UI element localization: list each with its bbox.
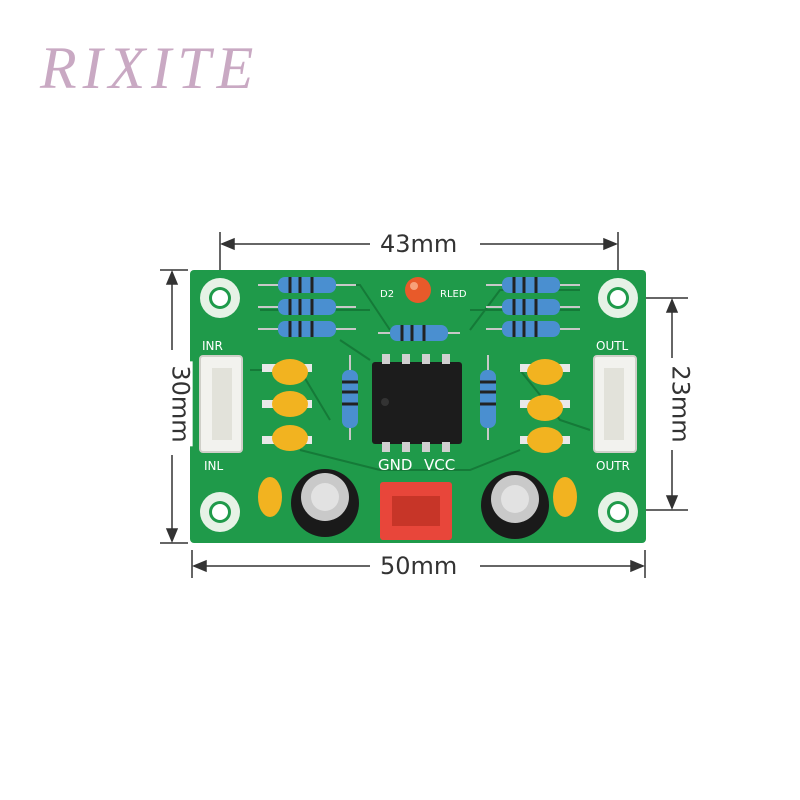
mounting-holes — [200, 278, 638, 532]
ic-chip — [372, 354, 462, 452]
resistors — [258, 277, 580, 440]
dimension-label-50mm: 50mm — [376, 554, 462, 578]
led — [405, 277, 431, 303]
ceramic-capacitors — [258, 359, 577, 517]
dimension-label-30mm: 30mm — [167, 361, 195, 447]
silk-outl: OUTL — [596, 339, 629, 353]
dimension-lines — [160, 232, 688, 578]
silk-vcc: VCC — [424, 456, 456, 474]
silk-gnd: GND — [378, 456, 413, 474]
electrolytic-capacitors — [291, 469, 549, 539]
brand-watermark: RIXITE — [40, 35, 260, 101]
silk-rled: RLED — [440, 289, 467, 300]
output-connector — [593, 355, 637, 453]
input-connector — [199, 355, 243, 453]
silk-inr: INR — [202, 339, 223, 353]
silk-outr: OUTR — [596, 459, 630, 473]
power-connector — [380, 482, 452, 540]
silk-d2: D2 — [380, 289, 395, 300]
silk-inl: INL — [204, 459, 224, 473]
dimension-label-23mm: 23mm — [667, 361, 695, 447]
dimension-label-43mm: 43mm — [376, 232, 462, 256]
